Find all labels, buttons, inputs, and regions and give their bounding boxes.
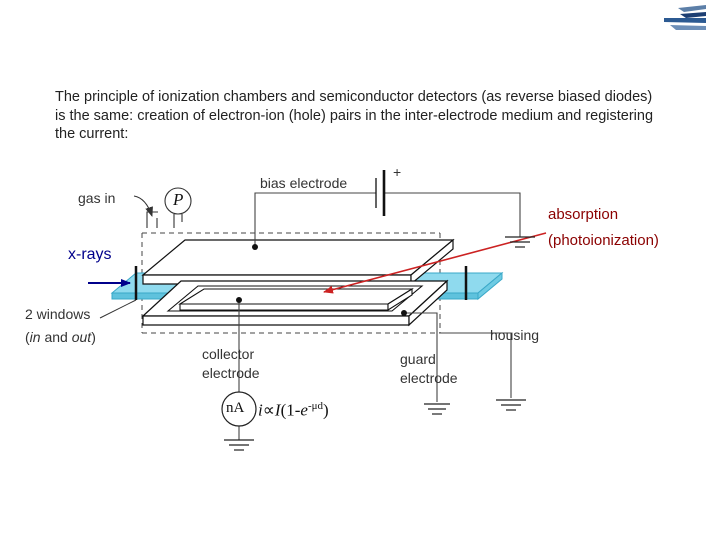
gas-inlet <box>133 195 158 228</box>
battery-plus-label: + <box>393 164 402 180</box>
ground-icon <box>496 399 526 411</box>
windows-pointer <box>99 299 137 319</box>
ammeter-icon <box>221 391 257 427</box>
guard-label: guard <box>400 351 436 367</box>
absorption-label: absorption <box>548 206 619 223</box>
pressure-gauge-icon <box>164 187 192 228</box>
collector-label: collector <box>202 346 255 362</box>
gas-in-label: gas in <box>78 190 116 206</box>
housing-label: housing <box>490 327 540 343</box>
absorption-arrow <box>323 232 547 294</box>
ammeter-label: nA <box>226 400 245 416</box>
windows-label: 2 windows <box>25 306 91 322</box>
intro-text: The principle of ionization chambers and… <box>55 89 654 142</box>
collector-electrode-plate <box>178 288 414 311</box>
xrays-label: x-rays <box>68 246 112 263</box>
bias-electrode-plate <box>141 238 455 286</box>
collector-electrode-label: electrode <box>202 365 260 381</box>
logo-icon <box>664 5 706 30</box>
ground-icon <box>505 236 535 248</box>
battery-icon <box>375 170 386 216</box>
current-formula: i∝I(1-e-μd) <box>258 400 329 420</box>
ground-icon <box>424 403 450 415</box>
photoionization-label: (photoionization) <box>548 232 659 249</box>
windows-in-out-label: (in and out) <box>25 329 96 345</box>
window-markers <box>134 266 468 300</box>
bias-electrode-label: bias electrode <box>260 175 348 191</box>
guard-electrode-label: electrode <box>400 370 458 386</box>
wire-junctions <box>236 244 407 316</box>
pressure-label: P <box>173 190 184 209</box>
ground-icon <box>224 439 254 451</box>
circuit-wires <box>238 192 521 440</box>
